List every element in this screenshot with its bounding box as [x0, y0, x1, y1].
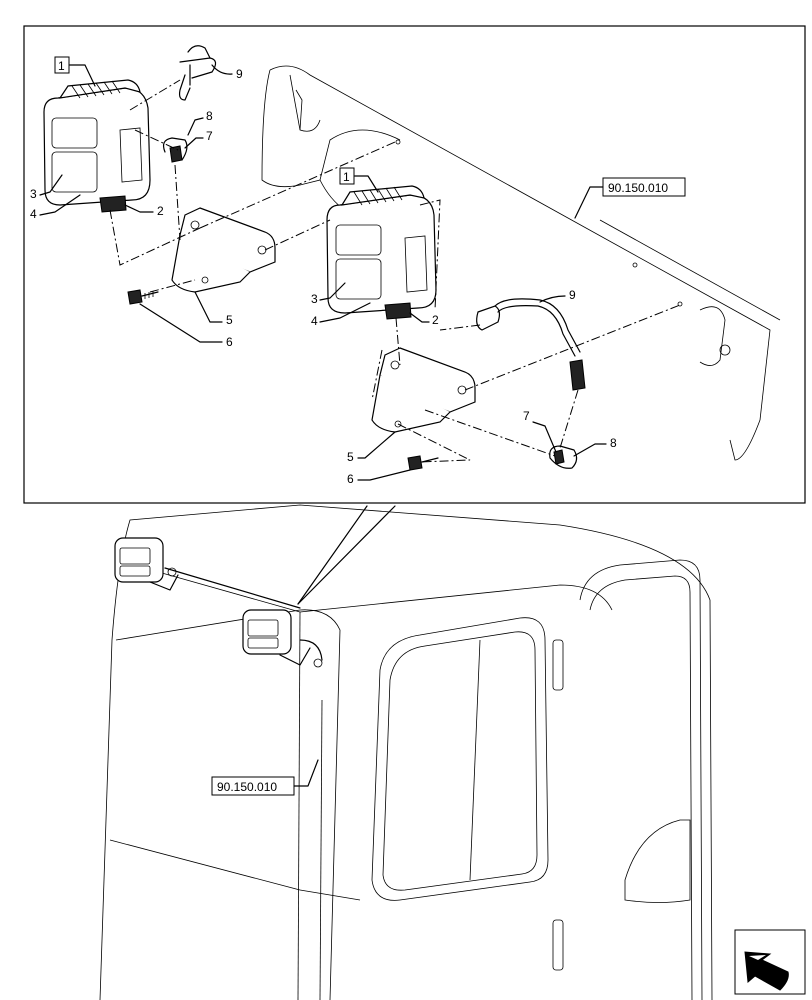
- callout-box-1b: [339, 167, 355, 185]
- reference-upper[interactable]: 90.150.010: [574, 177, 686, 219]
- nav-arrow-icon[interactable]: [734, 929, 806, 995]
- cab-outline: [99, 504, 713, 1000]
- callout-7b: 7: [523, 409, 530, 423]
- callout-5a: 5: [226, 313, 233, 327]
- reference-lower-label[interactable]: 90.150.010: [217, 780, 277, 794]
- callout-box-1a: [54, 56, 70, 74]
- callout-1a: 1: [58, 59, 65, 73]
- callout-3b: 3: [311, 292, 318, 306]
- callout-7a: 7: [206, 129, 213, 143]
- cab-harness: [164, 567, 301, 609]
- reference-lower[interactable]: 90.150.010: [211, 759, 319, 796]
- callout-1b: 1: [343, 170, 350, 184]
- callout-group-right: 1 3 4 2 9 7 8 5 6: [311, 167, 617, 486]
- callout-6b: 6: [347, 472, 354, 486]
- callout-3a: 3: [30, 187, 37, 201]
- harness-9b: [476, 298, 586, 391]
- assembly-lines: [109, 79, 681, 463]
- clip-8b: [549, 445, 578, 469]
- callout-2b: 2: [432, 313, 439, 327]
- callout-8a: 8: [206, 109, 213, 123]
- bracket-5b: [371, 347, 476, 433]
- callout-2a: 2: [157, 204, 164, 218]
- cab-lamp-left: [114, 537, 179, 591]
- bracket-5a: [171, 207, 276, 293]
- roof-structure: [261, 65, 781, 461]
- reference-upper-label[interactable]: 90.150.010: [608, 181, 668, 195]
- work-lamp-2: [326, 185, 437, 320]
- callout-4b: 4: [311, 314, 318, 328]
- callout-6a: 6: [226, 335, 233, 349]
- callout-group-left: 1 9 8 7 3 4 2 5 6: [30, 56, 243, 349]
- bolt-6b: [407, 455, 439, 471]
- detail-leader-2: [297, 505, 368, 605]
- callout-9a: 9: [236, 67, 243, 81]
- callout-4a: 4: [30, 207, 37, 221]
- connector-9a: [178, 45, 217, 101]
- callout-8b: 8: [610, 436, 617, 450]
- detail-leader: [297, 505, 396, 605]
- callout-9b: 9: [569, 288, 576, 302]
- bolt-6a: [127, 289, 159, 305]
- work-lamp-1: [43, 79, 151, 213]
- cab-lamp-right: [242, 609, 323, 668]
- clip-8a: [162, 137, 188, 163]
- callout-5b: 5: [347, 450, 354, 464]
